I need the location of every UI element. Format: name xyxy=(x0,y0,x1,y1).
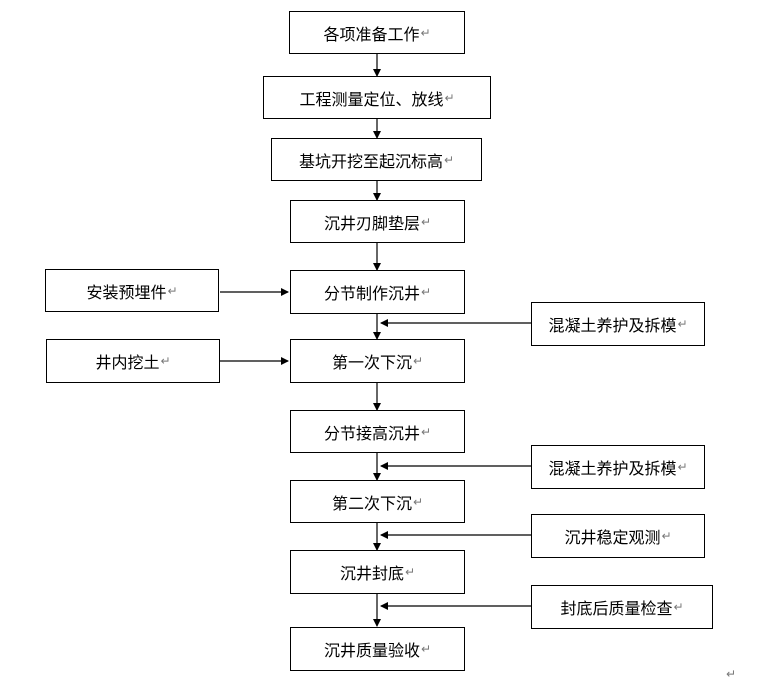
step-prep: 各项准备工作↵ xyxy=(289,11,465,54)
side-embed: 安装预埋件↵ xyxy=(45,269,219,312)
side-embed-label: 安装预埋件 xyxy=(86,282,167,302)
return-mark: ↵ xyxy=(404,565,416,579)
step-survey-label: 工程测量定位、放线 xyxy=(299,89,444,109)
side-monitor-label: 沉井稳定观测 xyxy=(564,528,661,547)
return-mark: ↵ xyxy=(677,460,688,474)
side-concrete2: 混凝土养护及拆模↵ xyxy=(531,445,705,489)
side-dig: 井内挖土↵ xyxy=(46,339,220,383)
return-mark: ↵ xyxy=(420,424,432,439)
return-mark: ↵ xyxy=(420,214,432,229)
side-concrete1: 混凝土养护及拆模↵ xyxy=(531,302,705,346)
side-concrete1-label: 混凝土养护及拆模 xyxy=(548,316,677,335)
step-section-make: 分节制作沉井↵ xyxy=(290,270,465,314)
return-mark: ↵ xyxy=(412,494,424,509)
step-first-sink: 第一次下沉↵ xyxy=(290,339,465,383)
return-mark: ↵ xyxy=(444,90,455,105)
side-inspect-label: 封底后质量检查 xyxy=(560,599,673,618)
return-mark: ↵ xyxy=(160,354,171,368)
return-mark: ↵ xyxy=(420,285,432,299)
return-mark: ↵ xyxy=(673,600,684,614)
step-section-make-label: 分节制作沉井 xyxy=(323,284,420,303)
step-accept: 沉井质量验收↵ xyxy=(290,627,465,671)
side-inspect: 封底后质量检查↵ xyxy=(531,585,713,629)
step-excavate-label: 基坑开挖至起沉标高 xyxy=(298,151,443,171)
step-cushion: 沉井刃脚垫层↵ xyxy=(290,200,465,243)
step-first-sink-label: 第一次下沉 xyxy=(331,353,412,372)
return-mark: ↵ xyxy=(661,529,672,543)
paragraph-mark: ↵ xyxy=(726,667,737,681)
return-mark: ↵ xyxy=(412,354,424,368)
step-prep-label: 各项准备工作 xyxy=(323,24,420,44)
step-section-raise-label: 分节接高沉井 xyxy=(323,423,420,443)
step-seal: 沉井封底↵ xyxy=(290,550,465,594)
step-seal-label: 沉井封底 xyxy=(339,564,404,583)
step-second-sink-label: 第二次下沉 xyxy=(331,493,412,513)
return-mark: ↵ xyxy=(420,25,431,40)
return-mark: ↵ xyxy=(677,317,688,331)
side-concrete2-label: 混凝土养护及拆模 xyxy=(548,459,677,478)
return-mark: ↵ xyxy=(420,642,432,656)
side-dig-label: 井内挖土 xyxy=(95,353,160,372)
return-mark: ↵ xyxy=(443,152,455,167)
return-mark: ↵ xyxy=(167,283,178,298)
side-monitor: 沉井稳定观测↵ xyxy=(531,514,705,558)
step-second-sink: 第二次下沉↵ xyxy=(290,480,465,523)
step-excavate: 基坑开挖至起沉标高↵ xyxy=(271,138,482,181)
step-section-raise: 分节接高沉井↵ xyxy=(290,410,465,453)
step-survey: 工程测量定位、放线↵ xyxy=(263,76,491,119)
step-cushion-label: 沉井刃脚垫层 xyxy=(323,213,420,233)
step-accept-label: 沉井质量验收 xyxy=(323,641,420,660)
